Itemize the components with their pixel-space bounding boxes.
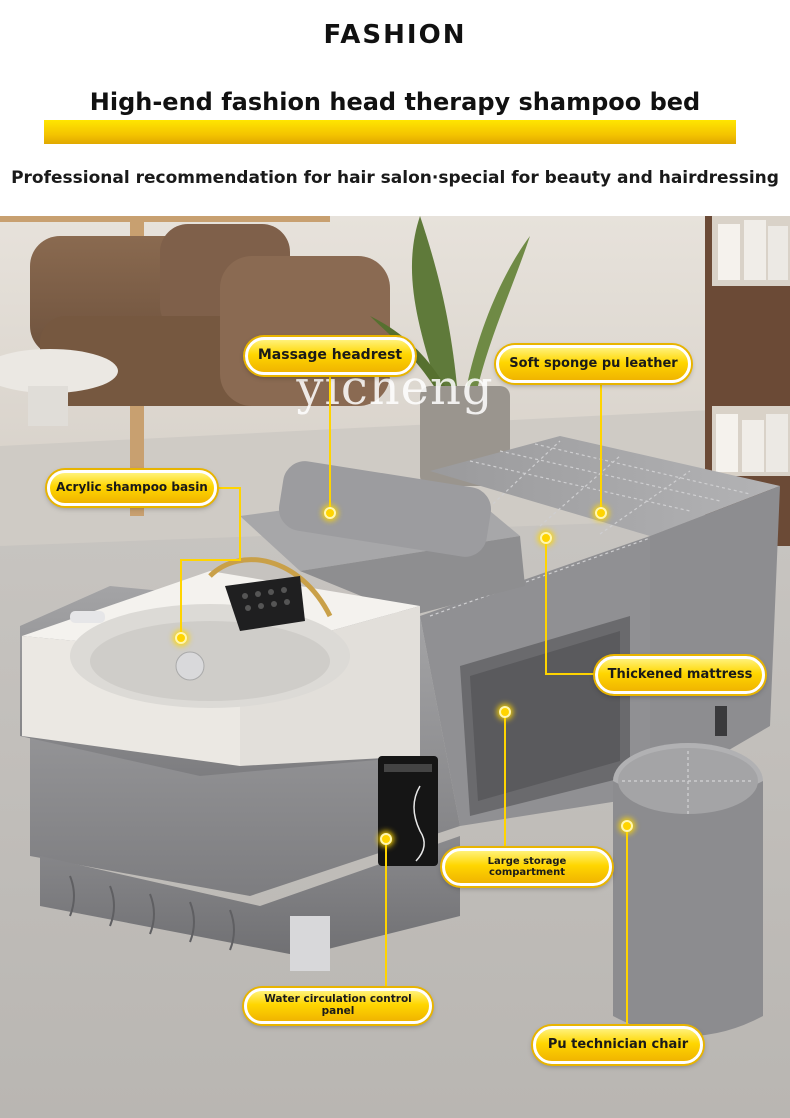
marker-soft-sponge <box>595 507 607 519</box>
headline-highlight-bar <box>44 120 736 144</box>
callout-label-line2: compartment <box>489 867 565 878</box>
marker-massage-headrest <box>324 507 336 519</box>
connector-thickened-mattress <box>545 538 596 675</box>
marker-storage <box>499 706 511 718</box>
headline: High-end fashion head therapy shampoo be… <box>89 88 701 116</box>
callout-label: Pu technician chair <box>547 1036 689 1052</box>
marker-control-panel <box>380 833 392 845</box>
callout-label: Massage headrest <box>257 347 403 364</box>
callout-technician-chair: Pu technician chair <box>533 1026 703 1064</box>
marker-acrylic-basin <box>175 632 187 644</box>
callout-control-panel: Water circulation control panel <box>244 988 432 1024</box>
callout-soft-sponge: Soft sponge pu leather <box>496 345 691 383</box>
marker-thickened-mattress <box>540 532 552 544</box>
marker-technician-chair <box>621 820 633 832</box>
connector-technician-chair <box>626 826 703 1045</box>
callout-label: Thickened mattress <box>607 666 753 682</box>
brand-title: FASHION <box>323 20 467 50</box>
callout-label: Soft sponge pu leather <box>509 355 678 371</box>
callout-acrylic-basin: Acrylic shampoo basin <box>47 470 217 506</box>
callout-thickened-mattress: Thickened mattress <box>595 656 765 694</box>
callout-label: Water circulation control panel <box>264 993 412 1017</box>
callout-storage: Large storage compartment <box>442 848 612 886</box>
callout-massage-headrest: Massage headrest <box>245 337 415 375</box>
callout-label-line1: Large storage <box>487 856 567 867</box>
callout-label: Acrylic shampoo basin <box>56 480 208 495</box>
subheadline: Professional recommendation for hair sal… <box>11 168 779 188</box>
shampoo-bed-illustration <box>0 216 790 1118</box>
connector-acrylic-basin <box>180 487 241 638</box>
